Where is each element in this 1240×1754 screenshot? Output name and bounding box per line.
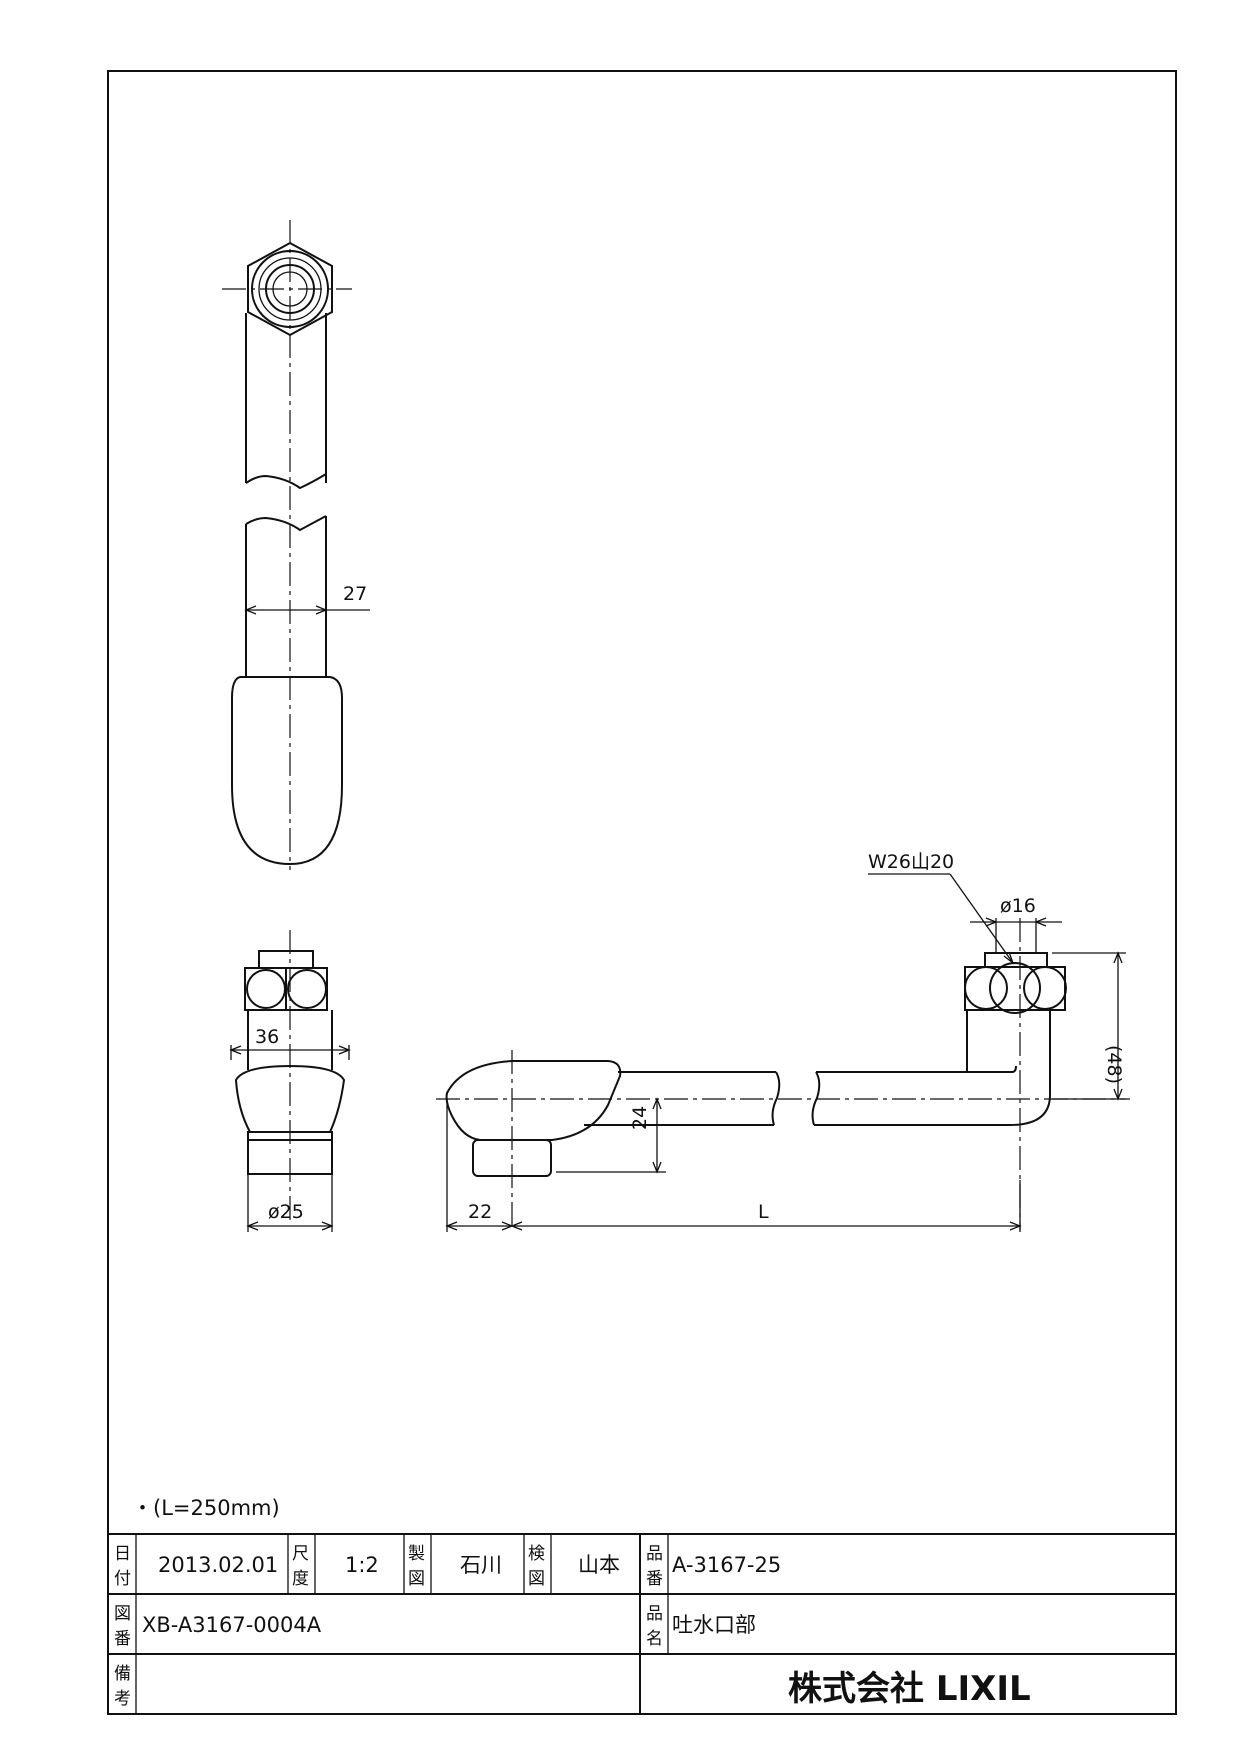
drawing-number: XB-A3167-0004A <box>142 1613 322 1637</box>
scale-value: 1:2 <box>345 1553 379 1577</box>
drawing-no-label-2: 番 <box>114 1629 131 1649</box>
scale-label-2: 度 <box>292 1569 309 1589</box>
checked-label-2: 図 <box>528 1569 545 1589</box>
date-value: 2013.02.01 <box>158 1553 278 1577</box>
dim-length: L <box>758 1201 769 1223</box>
dim-height: (48) <box>1103 1045 1125 1084</box>
scale-label-1: 尺 <box>292 1544 309 1564</box>
dim-inlet-diameter: ø16 <box>1000 895 1036 917</box>
dim-base-diameter: ø25 <box>268 1201 304 1223</box>
front-view: 36 ø25 <box>229 930 351 1232</box>
title-block: 日 付 2013.02.01 尺 度 1:2 製 図 石川 検 図 山本 品 番… <box>108 1533 1176 1714</box>
date-label-2: 付 <box>114 1569 131 1589</box>
checked-by: 山本 <box>578 1553 620 1577</box>
part-no-label-2: 番 <box>646 1569 663 1589</box>
part-name-label-1: 品 <box>646 1604 663 1624</box>
side-view: W26山20 ø16 (48) 24 22 L <box>436 851 1130 1232</box>
part-no-label-1: 品 <box>646 1544 663 1564</box>
part-name: 吐水口部 <box>672 1613 756 1637</box>
dim-thread: W26山20 <box>868 851 954 873</box>
part-number: A-3167-25 <box>672 1553 781 1577</box>
drawing-no-label-1: 図 <box>114 1604 131 1624</box>
drawn-label-1: 製 <box>408 1544 425 1564</box>
drawn-label-2: 図 <box>408 1569 425 1589</box>
company-logo: 株式会社 LIXIL <box>788 1669 1031 1709</box>
top-view: 27 <box>222 220 370 870</box>
drawn-by: 石川 <box>460 1553 502 1577</box>
date-label-1: 日 <box>114 1544 131 1564</box>
dim-outlet-offset: 22 <box>468 1201 492 1223</box>
dim-outlet-drop: 24 <box>629 1106 651 1130</box>
dim-hose-width: 27 <box>343 583 367 605</box>
remarks-label-1: 備 <box>114 1664 131 1684</box>
checked-label-1: 検 <box>528 1544 545 1564</box>
remarks-label-2: 考 <box>114 1689 131 1709</box>
drawing-border <box>107 70 1177 1715</box>
dim-nut-width: 36 <box>255 1026 279 1048</box>
length-note: ・(L=250mm) <box>132 1496 280 1520</box>
part-name-label-2: 名 <box>646 1629 663 1649</box>
